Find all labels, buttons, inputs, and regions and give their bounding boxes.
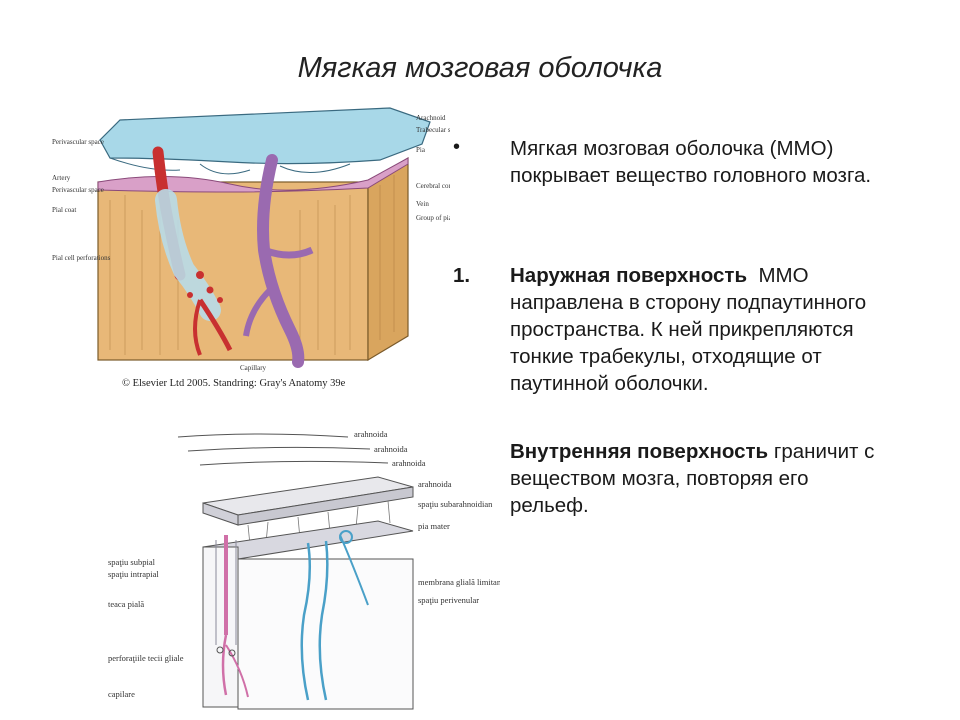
inner-surface-text: граничит с веществом мозга, повторяя его… (510, 440, 875, 517)
label-teaca-piala: teaca pială (108, 599, 144, 609)
label-artery: Artery (52, 174, 71, 182)
bottom-right-labels: arahnoida arahnoida arahnoida arahnoida … (354, 429, 500, 605)
label-capillary: Capillary (240, 364, 267, 372)
label-pia-mater: pia mater (418, 521, 450, 531)
label-arahnoida-3: arahnoida (392, 458, 426, 468)
outer-surface-text: ММО направлена в сторону подпаутинного п… (510, 264, 872, 395)
label-perforatiile-tecii: perforaţiile tecii gliale (108, 653, 184, 663)
label-arahnoida-2: arahnoida (374, 444, 408, 454)
label-pia: Pia (416, 146, 426, 154)
label-perivascular-space: Perivascular space (52, 138, 104, 146)
label-group-pial-cells: Group of pial cells (416, 214, 450, 222)
bottom-left-labels: spaţiu subpial spaţiu intrapial teaca pi… (108, 557, 184, 699)
bullet-dot: • (453, 136, 461, 158)
label-cerebral-cortex: Cerebral cortex (416, 182, 450, 190)
label-spatiu-perivenular: spaţiu perivenular (418, 595, 479, 605)
top-right-labels: Arachnoid Trabecular sheet Pia Cerebral … (416, 114, 450, 222)
label-spatiu-subpial: spaţiu subpial (108, 557, 156, 567)
top-left-labels: Perivascular space Artery Perivascular s… (52, 138, 111, 262)
label-arahnoida-4: arahnoida (418, 479, 452, 489)
list-number: 1. (453, 264, 471, 287)
outer-surface-heading: Наружная поверхность (510, 264, 748, 287)
label-trabecular-sheet: Trabecular sheet (416, 126, 450, 134)
label-membrana-gliala: membrana glială limitantă externă (418, 577, 500, 587)
figure-copyright: © Elsevier Ltd 2005. Standring: Gray's A… (122, 378, 346, 389)
label-pial-coat: Pial coat (52, 206, 76, 214)
outer-surface-paragraph: Наружная поверхность ММО направлена в ст… (510, 262, 890, 397)
label-spatiu-intrapial: spaţiu intrapial (108, 569, 159, 579)
slide-title: Мягкая мозговая оболочка (297, 52, 663, 84)
label-perivascular-space-2: Perivascular space (52, 186, 104, 194)
label-arachnoid: Arachnoid (416, 114, 446, 122)
label-vein: Vein (416, 200, 429, 208)
label-spatiu-subarahnoidian: spaţiu subarahnoidian (418, 499, 493, 509)
label-capilare: capilare (108, 689, 135, 699)
intro-paragraph: Мягкая мозговая оболочка (ММО) покрывает… (510, 137, 872, 187)
label-arahnoida-1: arahnoida (354, 429, 388, 439)
label-pial-perforations: Pial cell perforations (52, 254, 111, 262)
pia-mater-diagram-bottom: arahnoida arahnoida arahnoida arahnoida … (108, 429, 500, 710)
inner-surface-paragraph: Внутренняя поверхность граничит с вещест… (510, 438, 890, 519)
pia-mater-diagram-top: Perivascular space Artery Perivascular s… (52, 107, 450, 389)
inner-surface-heading: Внутренняя поверхность (510, 440, 769, 463)
